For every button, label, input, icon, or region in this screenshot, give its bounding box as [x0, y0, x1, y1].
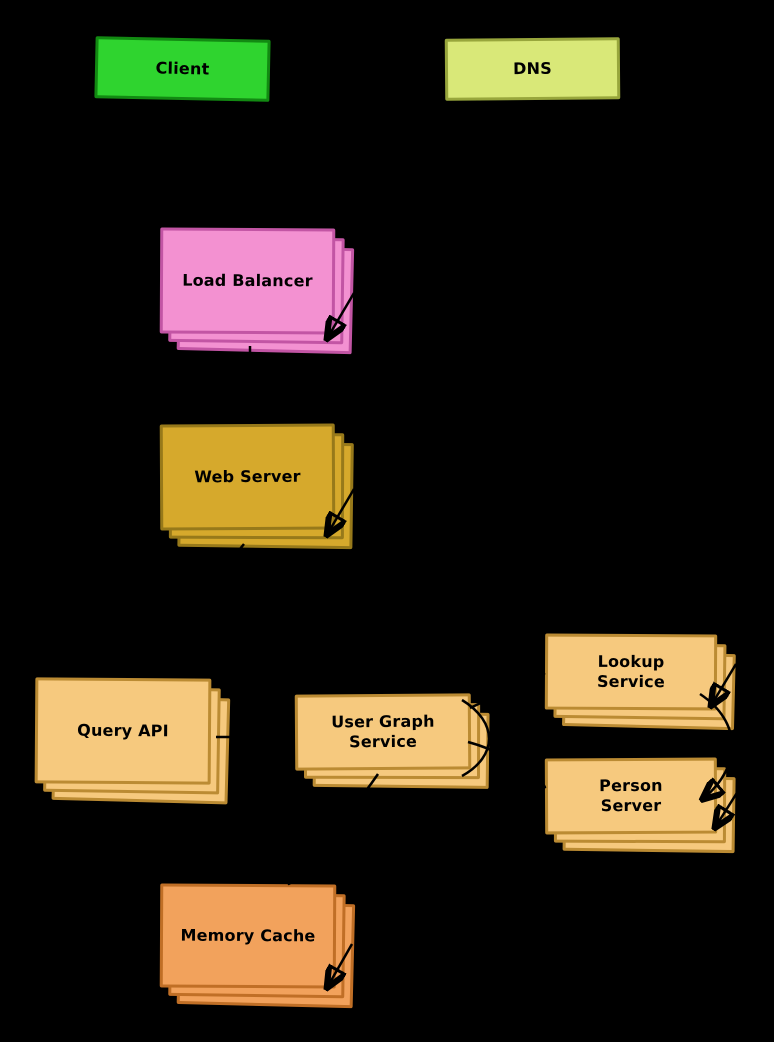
node-lookup-service: Lookup Service: [544, 633, 736, 731]
node-user-graph-service-label: User Graph Service: [331, 711, 435, 752]
edge-client-to-load-balancer: [178, 101, 250, 220]
node-memory-cache: Memory Cache: [159, 883, 356, 1009]
node-user-graph-service-box: User Graph Service: [294, 693, 472, 771]
edge-user-graph-to-memory-cache: [290, 773, 380, 880]
node-web-server-label: Web Server: [194, 466, 301, 487]
node-client: Client: [94, 36, 271, 102]
node-user-graph-service: User Graph Service: [294, 693, 490, 789]
node-load-balancer-label: Load Balancer: [182, 270, 313, 291]
node-person-server-box: Person Server: [544, 757, 718, 835]
node-query-api: Query API: [34, 677, 231, 805]
node-load-balancer-box: Load Balancer: [159, 227, 336, 335]
edge-user-graph-to-lookup: [469, 674, 540, 710]
node-dns-label: DNS: [513, 58, 552, 79]
node-person-server-label: Person Server: [599, 775, 663, 816]
node-memory-cache-label: Memory Cache: [180, 925, 316, 946]
node-person-server: Person Server: [544, 757, 736, 854]
node-memory-cache-box: Memory Cache: [159, 883, 337, 989]
node-lookup-service-box: Lookup Service: [544, 633, 718, 711]
node-dns-box: DNS: [444, 37, 621, 101]
node-web-server-box: Web Server: [159, 423, 336, 531]
node-client-box: Client: [94, 36, 271, 102]
node-query-api-label: Query API: [77, 720, 169, 741]
node-web-server: Web Server: [159, 423, 354, 550]
node-dns: DNS: [444, 37, 621, 101]
node-lookup-service-label: Lookup Service: [596, 651, 665, 692]
node-query-api-box: Query API: [34, 677, 212, 785]
node-load-balancer: Load Balancer: [159, 227, 355, 355]
edge-web-server-to-query-api: [124, 543, 245, 672]
node-client-label: Client: [155, 58, 210, 79]
